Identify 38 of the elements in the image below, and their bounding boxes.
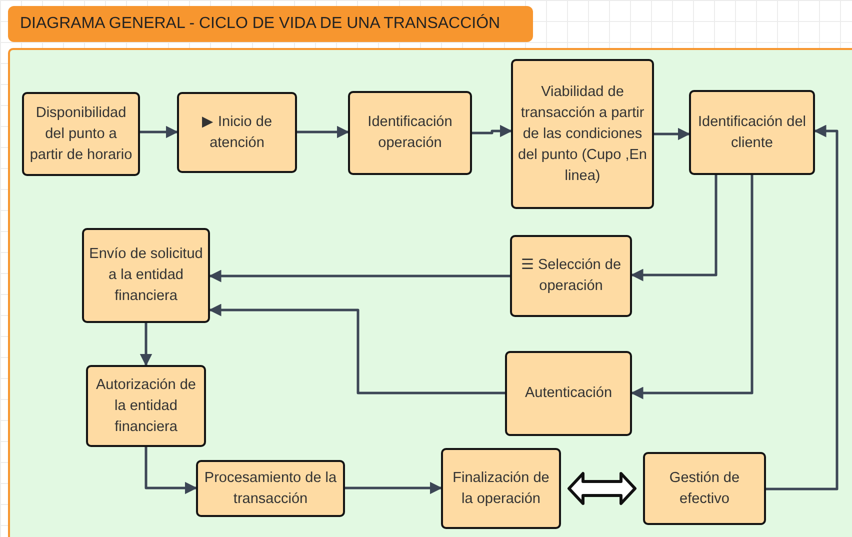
box-label: Identificación operación: [366, 113, 454, 153]
box-label: Autenticación: [524, 384, 612, 403]
arrow: [140, 323, 152, 366]
arrow: [297, 126, 350, 138]
box-label: ☰ Selección de operación: [520, 256, 622, 296]
process-box: [196, 460, 345, 517]
box-label: Autorización de la entidad financiera: [95, 376, 197, 436]
box-label: Envío de solicitud a la entidad financiera: [88, 245, 204, 306]
process-box: [510, 235, 632, 317]
arrow: [766, 124, 838, 490]
arrow: [208, 270, 510, 282]
process-box: [441, 448, 561, 529]
box-label: Identificación del cliente: [696, 112, 807, 152]
process-box: [689, 90, 815, 175]
arrow: [140, 126, 178, 138]
title-banner: DIAGRAMA GENERAL - CICLO DE VIDA DE UNA TRANSACCIÓN: [8, 6, 533, 42]
arrow: [654, 128, 690, 140]
arrow: [208, 304, 505, 394]
process-box: [177, 92, 297, 173]
box-label: ▶ Inicio de atención: [200, 112, 274, 152]
arrow: [630, 175, 718, 282]
box-label: Viabilidad de transacción a partir de las condiciones del punto (Cupo ,En linea): [517, 82, 648, 186]
box-label: Gestión de efectivo: [668, 468, 741, 508]
process-box: [22, 92, 140, 176]
arrow: [144, 447, 198, 494]
process-box: [348, 91, 472, 175]
arrow: [472, 124, 512, 138]
box-label: Disponibilidad del punto a partir de horario: [28, 104, 134, 164]
process-box: [511, 59, 654, 209]
process-box: [82, 228, 210, 323]
process-box: [505, 351, 632, 436]
process-box: [643, 452, 766, 525]
double-arrow: [568, 472, 636, 505]
arrow: [630, 175, 754, 400]
process-box: [86, 365, 206, 447]
box-label: Finalización de la operación: [452, 468, 550, 508]
box-label: Procesamiento de la transacción: [203, 468, 338, 508]
arrow: [345, 482, 442, 494]
